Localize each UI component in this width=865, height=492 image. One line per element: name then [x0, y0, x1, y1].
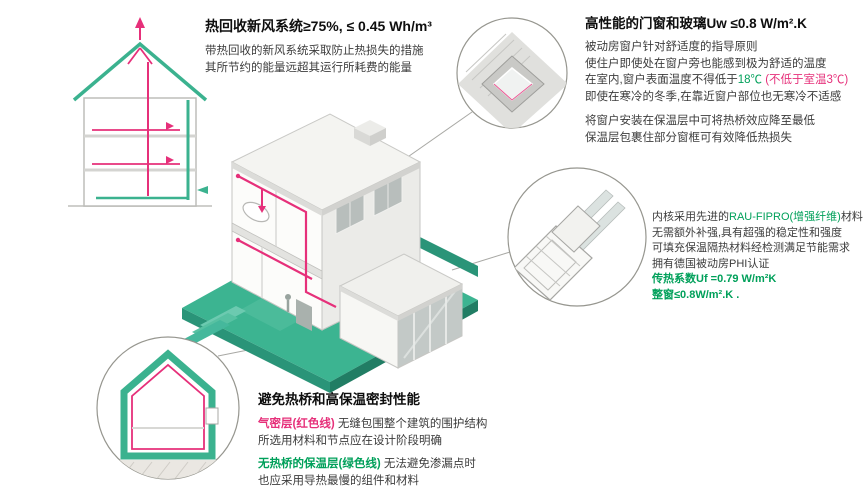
window-profile-detail-circle: [507, 167, 647, 307]
airtight-layer-text: 无缝包围整个建筑的围护结构: [334, 418, 488, 430]
airflow-arrow-icon: [166, 122, 174, 130]
insulation-section-circle: [96, 336, 240, 480]
fresh-air-intake-arrow-icon: [197, 186, 208, 194]
insulation-layer-text: 无法避免渗漏点时: [380, 458, 476, 470]
glass-mullions: [413, 292, 447, 360]
upvc-profile-sash: [551, 205, 601, 253]
windows-line-6: 保温层包裹住部分窗框可有效降低热损失: [585, 131, 792, 144]
airtight-layer-label: 气密层(红色线): [258, 418, 335, 430]
ventilation-text-block: 热回收新风系统≥75%, ≤ 0.45 Wh/m³ 带热回收的新风系统采取防止热…: [205, 16, 432, 76]
airtight-line: [493, 83, 533, 101]
windows-temp-value: 18℃: [737, 74, 762, 86]
flat-roof: [230, 113, 422, 216]
insulation-layer-green: [120, 349, 216, 460]
ventilation-title: 热回收新风系统≥75%, ≤ 0.45 Wh/m³: [205, 18, 432, 34]
airtight-line-2: 所选用材料和节点应在设计阶段明确: [258, 434, 442, 447]
window-corner-detail-circle: [456, 17, 568, 129]
profile-line-1: 内核采用先进的RAU-FIPRO(增强纤维)材料: [652, 210, 863, 226]
profile-line-4: 拥有德国被动房PHI认证: [652, 257, 770, 270]
cutaway-interior: [231, 173, 337, 331]
ventilation-line-1: 带热回收的新风系统采取防止热损失的措施: [205, 45, 424, 57]
insulation-line-2: 也应采用导热最慢的组件和材料: [258, 474, 419, 487]
windows-line-2: 使住户即使处在窗户旁也能感到极为舒适的温度: [585, 57, 827, 70]
windows-line-3: 在室内,窗户表面温度不得低于18℃ (不低于室温3℃): [585, 72, 848, 89]
windows-line-5: 将窗户安装在保温层中可将热桥效应降至最低: [585, 115, 815, 127]
windows-line-4: 即使在寒冷的冬季,在靠近窗户部位也无寒冷不适感: [585, 90, 842, 103]
insulation-layer-label: 无热桥的保温层(绿色线): [258, 458, 381, 470]
roof-unit-box: [354, 120, 386, 146]
windows-line-1: 被动房窗户针对舒适度的指导原则: [585, 41, 758, 53]
profile-line-2: 无需额外补强,具有超强的稳定性和强度: [652, 226, 843, 239]
thermal-text-block: 避免热桥和高保温密封性能 气密层(红色线) 无缝包围整个建筑的围护结构 所选用材…: [258, 388, 487, 492]
exhaust-air-arrow-icon: [135, 17, 145, 40]
profile-line-1-prefix: 内核采用先进的: [652, 211, 729, 223]
profile-u-value: 传热系数Uf =0.79 W/m²K: [652, 273, 777, 285]
profile-window-u-value: 整窗≤0.8W/m².K .: [652, 288, 740, 301]
airflow-arrow-icon: [166, 156, 174, 164]
garden-steps: [184, 306, 246, 344]
house-glass-wing: [338, 253, 464, 369]
window-opening: [205, 407, 219, 425]
profile-line-1-suffix: 材料: [840, 211, 863, 223]
windows-temp-note: (不低于室温3℃): [762, 74, 849, 86]
windows-line-3-prefix: 在室内,窗户表面温度不得低于: [585, 74, 738, 86]
front-door: [296, 299, 312, 331]
insulation-line-1: 无热桥的保温层(绿色线) 无法避免渗漏点时: [258, 456, 487, 473]
ventilation-section-illustration: [68, 17, 212, 207]
main-house-illustration: [182, 113, 478, 393]
thermal-title: 避免热桥和高保温密封性能: [258, 392, 420, 407]
windows-text-block: 高性能的门窗和玻璃Uw ≤0.8 W/m².K 被动房窗户针对舒适度的指导原则 …: [585, 12, 848, 146]
profile-text-block: 内核采用先进的RAU-FIPRO(增强纤维)材料 无需额外补强,具有超强的稳定性…: [652, 210, 863, 303]
windows-title: 高性能的门窗和玻璃Uw ≤0.8 W/m².K: [585, 16, 807, 31]
airtight-layer-red: [131, 363, 205, 450]
ventilation-ducts: [235, 173, 337, 308]
profile-line-3: 可填充保温隔热材料经检测满足节能需求: [652, 242, 850, 254]
person-figure: [285, 294, 291, 312]
house-main-block: [230, 113, 422, 331]
profile-material-name: RAU-FIPRO(增强纤维): [729, 211, 841, 223]
airtight-line-1: 气密层(红色线) 无缝包围整个建筑的围护结构: [258, 416, 487, 433]
ventilation-line-2: 其所节约的能量远超其运行所耗费的能量: [205, 61, 412, 74]
